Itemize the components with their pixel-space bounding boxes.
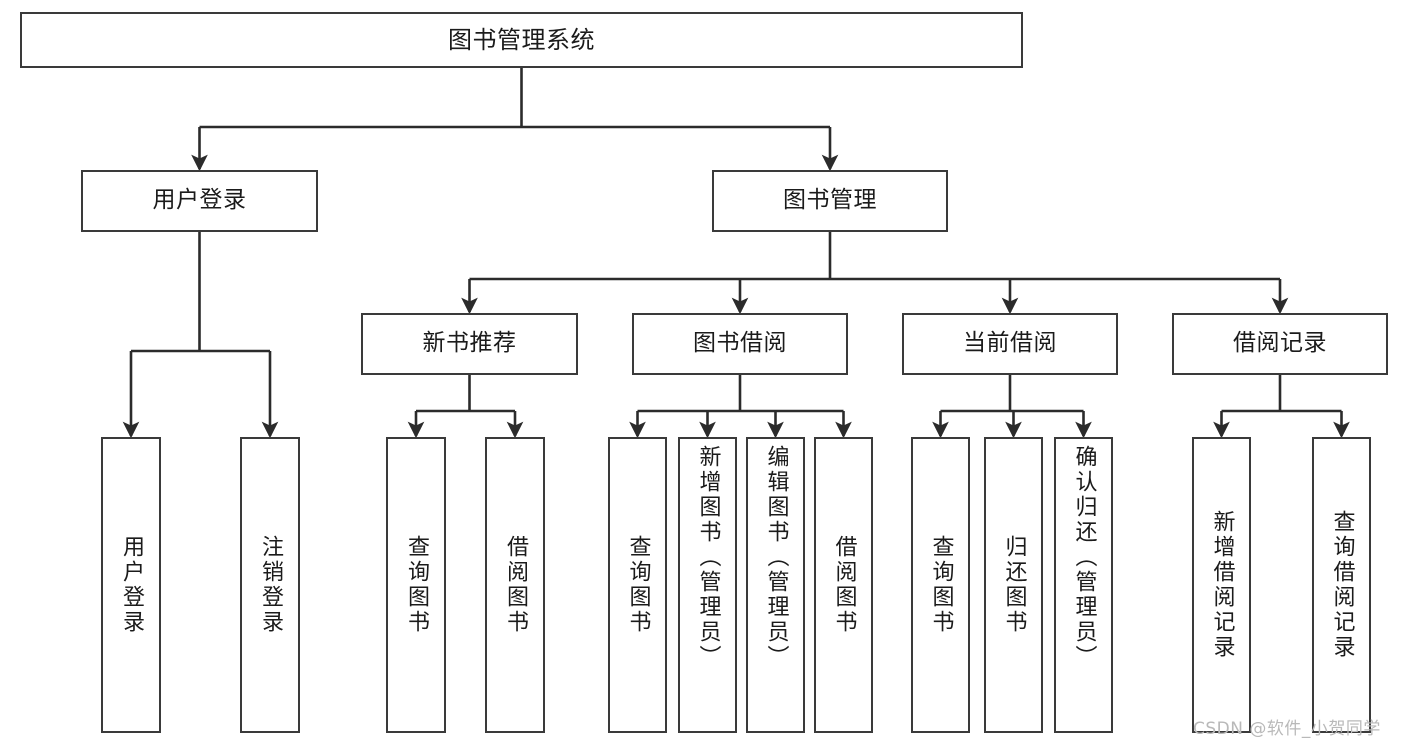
node-book-borrow-label: 图书借阅	[693, 330, 787, 357]
node-current-borrow[interactable]: 当前借阅	[902, 313, 1118, 375]
node-new-book-recommend[interactable]: 新书推荐	[361, 313, 578, 375]
leaf-new-query-book[interactable]: 查询图书	[386, 437, 446, 733]
leaf-borrow-add-book-label: 新增图书（管理员）	[695, 445, 721, 670]
leaf-new-borrow-book-label: 借阅图书	[503, 535, 528, 635]
leaf-current-confirm-return[interactable]: 确认归还（管理员）	[1054, 437, 1113, 733]
leaf-user-login[interactable]: 用户登录	[101, 437, 161, 733]
leaf-current-confirm-return-label: 确认归还（管理员）	[1071, 445, 1097, 670]
csdn-watermark: CSDN @软件_小贺同学	[1193, 719, 1381, 739]
leaf-current-query-book[interactable]: 查询图书	[911, 437, 970, 733]
leaf-borrow-borrow-book[interactable]: 借阅图书	[814, 437, 873, 733]
leaf-user-login-label: 用户登录	[119, 535, 144, 635]
leaf-record-query-label: 查询借阅记录	[1329, 510, 1355, 660]
leaf-borrow-edit-book[interactable]: 编辑图书（管理员）	[746, 437, 805, 733]
leaf-current-query-book-label: 查询图书	[928, 535, 954, 635]
leaf-borrow-borrow-book-label: 借阅图书	[831, 535, 857, 635]
leaf-borrow-query-book-label: 查询图书	[625, 535, 651, 635]
node-root-label: 图书管理系统	[448, 25, 595, 54]
leaf-borrow-edit-book-label: 编辑图书（管理员）	[763, 445, 789, 670]
leaf-new-query-book-label: 查询图书	[404, 535, 429, 635]
leaf-current-return-book[interactable]: 归还图书	[984, 437, 1043, 733]
node-user-login-module-label: 用户登录	[152, 187, 247, 214]
leaf-record-add-label: 新增借阅记录	[1209, 510, 1235, 660]
node-root[interactable]: 图书管理系统	[20, 12, 1023, 68]
leaf-record-query[interactable]: 查询借阅记录	[1312, 437, 1371, 733]
node-book-management-module-label: 图书管理	[783, 187, 877, 214]
leaf-record-add[interactable]: 新增借阅记录	[1192, 437, 1251, 733]
node-current-borrow-label: 当前借阅	[963, 330, 1057, 357]
node-book-management-module[interactable]: 图书管理	[712, 170, 948, 232]
node-borrow-record-label: 借阅记录	[1233, 330, 1327, 357]
leaf-current-return-book-label: 归还图书	[1001, 535, 1027, 635]
leaf-new-borrow-book[interactable]: 借阅图书	[485, 437, 545, 733]
leaf-user-logout[interactable]: 注销登录	[240, 437, 300, 733]
node-borrow-record[interactable]: 借阅记录	[1172, 313, 1388, 375]
node-new-book-recommend-label: 新书推荐	[422, 330, 517, 357]
leaf-borrow-add-book[interactable]: 新增图书（管理员）	[678, 437, 737, 733]
leaf-borrow-query-book[interactable]: 查询图书	[608, 437, 667, 733]
node-user-login-module[interactable]: 用户登录	[81, 170, 318, 232]
node-book-borrow[interactable]: 图书借阅	[632, 313, 848, 375]
leaf-user-logout-label: 注销登录	[258, 535, 283, 635]
